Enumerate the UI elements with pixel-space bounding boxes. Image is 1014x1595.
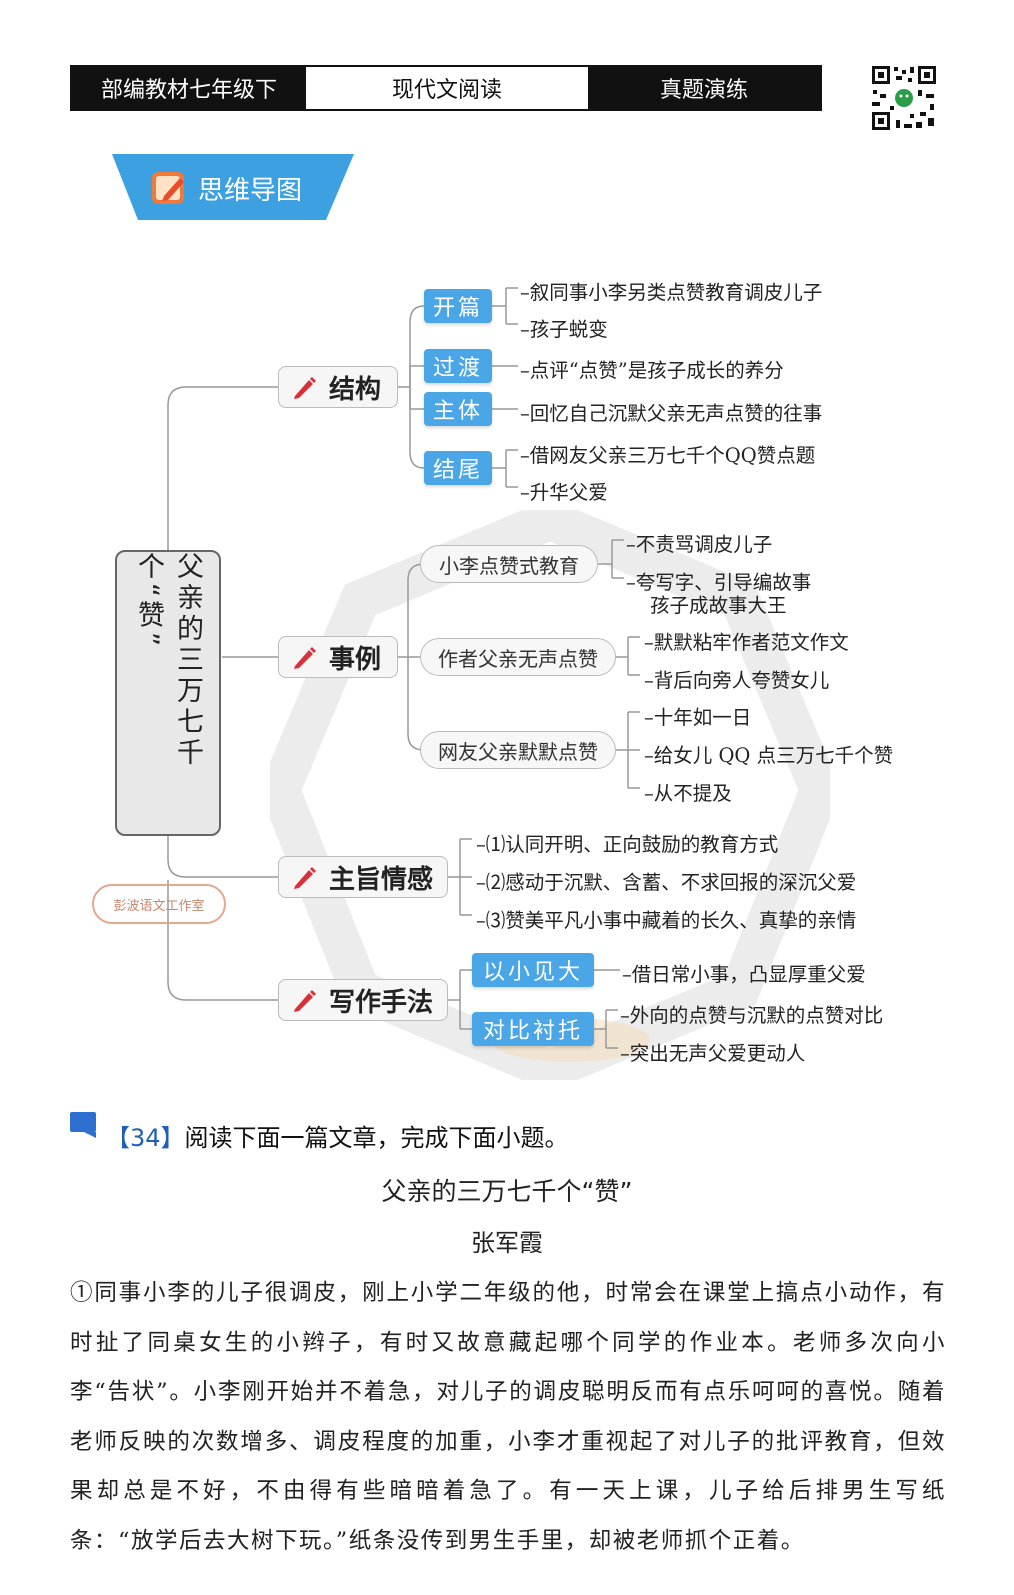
node-technique-label: 写作手法: [329, 987, 434, 1018]
node-technique: 写作手法: [278, 979, 448, 1021]
leaf-text: –借日常小事，凸显厚重父爱: [622, 963, 866, 986]
pen-icon: [294, 867, 316, 889]
chip-xiaoli-praise: 小李点赞式教育: [420, 545, 598, 583]
article-title: 父亲的三万七千个“赞”: [381, 1177, 633, 1206]
banner-title: 思维导图: [198, 176, 303, 206]
question-number: 【34】: [106, 1124, 185, 1152]
leaf-text: –夸写字、引导编故事: [626, 571, 812, 594]
header-section: 现代文阅读: [306, 67, 588, 109]
leaf-text: –外向的点赞与沉默的点赞对比: [620, 1004, 884, 1027]
chip-body: 主体: [424, 392, 492, 426]
mindmap-root: 父亲的三万七千个“赞”: [115, 550, 221, 836]
leaf-text: –孩子蜕变: [520, 318, 608, 341]
leaf-text: –从不提及: [644, 782, 732, 805]
leaf-text: –借网友父亲三万七千个QQ赞点题: [520, 444, 816, 467]
pen-icon: [294, 990, 316, 1012]
leaf-text: –回忆自己沉默父亲无声点赞的往事: [520, 402, 823, 425]
chip-contrast: 对比衬托: [472, 1012, 594, 1046]
leaf-text: –⑶赞美平凡小事中藏着的长久、真挚的亲情: [476, 909, 857, 932]
question-line: 【34】阅读下面一篇文章，完成下面小题。: [106, 1118, 569, 1153]
question-flag-icon: [70, 1112, 96, 1138]
header-grade: 部编教材七年级下: [72, 67, 306, 109]
chip-transition: 过渡: [424, 349, 492, 383]
article-author: 张军霞: [471, 1229, 543, 1257]
pencil-note-icon: [152, 172, 184, 204]
article-paragraph: ①同事小李的儿子很调皮，刚上小学二年级的他，时常会在课堂上搞点小动作，有时扯了同…: [70, 1280, 946, 1554]
leaf-text: 孩子成故事大王: [650, 594, 787, 617]
leaf-text: –叙同事小李另类点赞教育调皮儿子: [520, 281, 823, 304]
node-examples-label: 事例: [329, 644, 382, 675]
node-theme: 主旨情感: [278, 856, 448, 898]
studio-stamp: 彭波语文工作室: [92, 884, 226, 924]
chip-opening: 开篇: [424, 289, 492, 323]
leaf-text: –默默粘牢作者范文作文: [644, 631, 849, 654]
pen-icon: [294, 377, 316, 399]
node-structure-label: 结构: [329, 374, 382, 405]
node-examples: 事例: [278, 636, 398, 678]
chip-father-silent-praise: 作者父亲无声点赞: [420, 638, 616, 676]
node-structure: 结构: [278, 366, 398, 408]
chip-ending: 结尾: [424, 451, 492, 485]
leaf-text: –不责骂调皮儿子: [626, 533, 773, 556]
leaf-text: –给女儿 QQ 点三万七千个赞: [644, 744, 894, 767]
leaf-text: –点评“点赞”是孩子成长的养分: [520, 359, 784, 382]
node-theme-label: 主旨情感: [329, 864, 434, 895]
header-bar: 部编教材七年级下 现代文阅读 真题演练: [70, 65, 822, 111]
chip-netizen-father: 网友父亲默默点赞: [420, 731, 616, 769]
leaf-text: –升华父爱: [520, 481, 608, 504]
header-exercise: 真题演练: [588, 67, 820, 109]
leaf-text: –⑵感动于沉默、含蓄、不求回报的深沉父爱: [476, 871, 857, 894]
chip-small-to-big: 以小见大: [472, 953, 594, 987]
leaf-text: –十年如一日: [644, 706, 752, 729]
leaf-text: –⑴认同开明、正向鼓励的教育方式: [476, 833, 779, 856]
qr-code-icon[interactable]: [870, 64, 938, 132]
leaf-text: –背后向旁人夸赞女儿: [644, 669, 830, 692]
root-title: 父亲的三万七千个“赞”: [133, 552, 203, 769]
leaf-text: –突出无声父爱更动人: [620, 1042, 806, 1065]
pen-icon: [294, 647, 316, 669]
question-instruction: 阅读下面一篇文章，完成下面小题。: [184, 1124, 569, 1152]
